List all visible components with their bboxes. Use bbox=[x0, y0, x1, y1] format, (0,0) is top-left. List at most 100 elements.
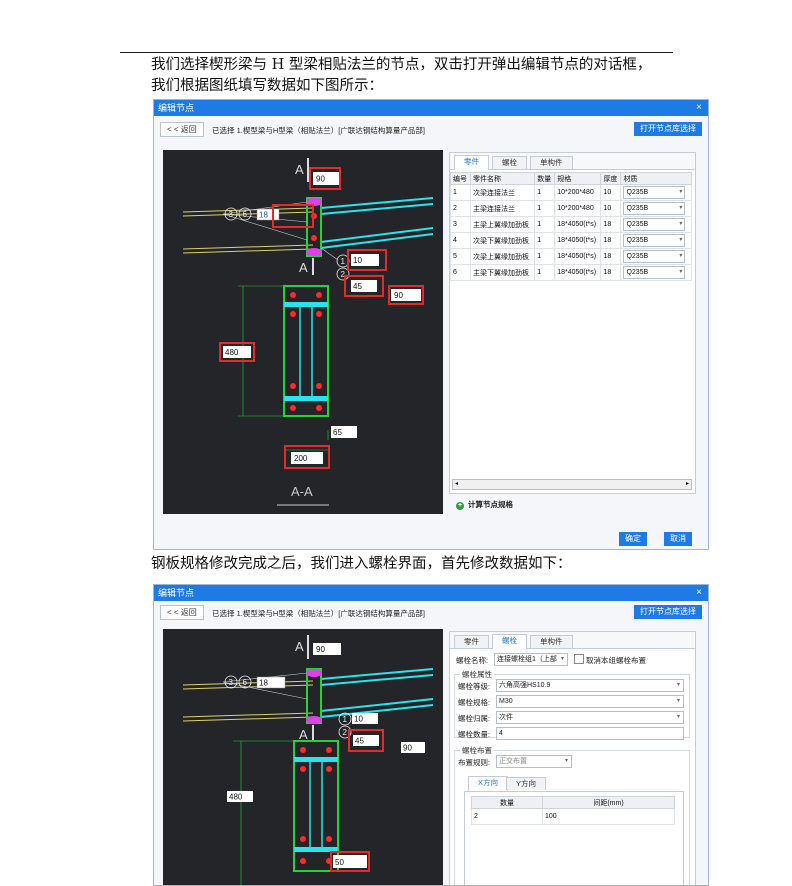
bolt-count-input[interactable]: 4 bbox=[496, 727, 684, 740]
part-material-cell[interactable]: Q235B bbox=[620, 184, 692, 201]
spacing-value-cell[interactable]: 100 bbox=[541, 808, 676, 825]
cad-drawing-view[interactable]: A 3 6 18 90 A 1 bbox=[163, 629, 443, 885]
part-spec-cell[interactable]: 18*4050(t*s) bbox=[554, 264, 602, 281]
dim-45[interactable]: 45 bbox=[355, 737, 364, 746]
dim-50[interactable]: 50 bbox=[335, 858, 344, 867]
part-name-cell[interactable]: 主梁连接法兰 bbox=[469, 200, 536, 217]
tab-single-member[interactable]: 单构件 bbox=[530, 635, 573, 648]
part-spec-cell[interactable]: 18*4050(t*s) bbox=[554, 248, 602, 265]
dim-90-top[interactable]: 90 bbox=[316, 645, 325, 654]
part-material-cell[interactable]: Q235B bbox=[620, 200, 692, 217]
part-material-cell[interactable]: Q235B bbox=[620, 264, 692, 281]
tab-bolts[interactable]: 螺栓 bbox=[492, 634, 527, 649]
part-qty-cell[interactable]: 1 bbox=[534, 264, 556, 281]
material-select[interactable]: Q235B bbox=[623, 202, 686, 215]
close-icon[interactable]: × bbox=[696, 102, 702, 113]
cancel-button[interactable]: 取消 bbox=[664, 532, 692, 546]
panel-tabs: 零件 螺栓 单构件 bbox=[450, 632, 695, 649]
tab-y-direction[interactable]: Y方向 bbox=[506, 777, 547, 790]
part-qty-cell[interactable]: 1 bbox=[534, 232, 556, 249]
part-name-cell[interactable]: 主梁下翼缘加劲板 bbox=[469, 264, 536, 281]
tab-parts[interactable]: 零件 bbox=[454, 635, 489, 648]
bolt-name-select[interactable]: 连接螺栓组1（上部 bbox=[494, 653, 568, 666]
dim-90-right[interactable]: 90 bbox=[394, 291, 403, 300]
part-spec-cell[interactable]: 18*4050(t*s) bbox=[554, 216, 602, 233]
bolt-spec-select[interactable]: M30 bbox=[496, 695, 684, 708]
part-material-cell[interactable]: Q235B bbox=[620, 232, 692, 249]
dim-480[interactable]: 480 bbox=[225, 348, 239, 357]
confirm-button[interactable]: 确定 bbox=[619, 532, 647, 546]
tab-parts[interactable]: 零件 bbox=[454, 155, 489, 170]
part-material-cell[interactable]: Q235B bbox=[620, 248, 692, 265]
part-thickness-cell[interactable]: 18 bbox=[600, 232, 622, 249]
material-select[interactable]: Q235B bbox=[623, 250, 686, 263]
dim-10[interactable]: 10 bbox=[353, 256, 362, 265]
back-button[interactable]: < < 返回 bbox=[160, 605, 204, 620]
part-id-cell[interactable]: 2 bbox=[450, 200, 471, 217]
dim-10[interactable]: 10 bbox=[354, 715, 363, 724]
cancel-layout-checkbox[interactable] bbox=[574, 654, 584, 664]
table-row[interactable]: 2 100 bbox=[471, 808, 676, 825]
scroll-left-icon[interactable]: ◂ bbox=[455, 481, 459, 487]
material-select[interactable]: Q235B bbox=[623, 218, 686, 231]
part-material-cell[interactable]: Q235B bbox=[620, 216, 692, 233]
material-select[interactable]: Q235B bbox=[623, 266, 686, 279]
tab-single-member[interactable]: 单构件 bbox=[530, 156, 573, 169]
part-name-cell[interactable]: 次梁上翼缘加劲板 bbox=[469, 248, 536, 265]
part-thickness-cell[interactable]: 10 bbox=[600, 200, 622, 217]
part-spec-cell[interactable]: 18*4050(t*s) bbox=[554, 232, 602, 249]
part-id-cell[interactable]: 3 bbox=[450, 216, 471, 233]
part-name-cell[interactable]: 次梁下翼缘加劲板 bbox=[469, 232, 536, 249]
part-thickness-cell[interactable]: 18 bbox=[600, 264, 622, 281]
dim-200[interactable]: 200 bbox=[294, 454, 308, 463]
part-id-cell[interactable]: 6 bbox=[450, 264, 471, 281]
part-thickness-cell[interactable]: 10 bbox=[600, 184, 622, 201]
part-qty-cell[interactable]: 1 bbox=[534, 248, 556, 265]
dim-65[interactable]: 65 bbox=[333, 428, 342, 437]
part-spec-cell[interactable]: 10*200*480 bbox=[554, 200, 602, 217]
open-node-library-button[interactable]: 打开节点库选择 bbox=[634, 605, 702, 619]
material-select[interactable]: Q235B bbox=[623, 186, 686, 199]
part-id-cell[interactable]: 1 bbox=[450, 184, 471, 201]
layout-rule-select[interactable]: 正交布置 bbox=[496, 755, 572, 768]
tab-x-direction[interactable]: X方向 bbox=[468, 776, 509, 791]
dim-480[interactable]: 480 bbox=[229, 793, 243, 802]
part-thickness-cell[interactable]: 18 bbox=[600, 248, 622, 265]
part-name-cell[interactable]: 主梁上翼缘加劲板 bbox=[469, 216, 536, 233]
dim-18[interactable]: 18 bbox=[259, 211, 268, 220]
bolt-grade-select[interactable]: 六角高强HS10.9 bbox=[496, 679, 684, 692]
bolt-belong-select[interactable]: 次件 bbox=[496, 711, 684, 724]
part-name-cell[interactable]: 次梁连接法兰 bbox=[469, 184, 536, 201]
part-qty-cell[interactable]: 1 bbox=[534, 216, 556, 233]
bolt-layout-title: 螺栓布置 bbox=[460, 745, 494, 756]
part-id-cell[interactable]: 5 bbox=[450, 248, 471, 265]
horizontal-scrollbar[interactable]: ◂ ▸ bbox=[452, 479, 692, 490]
dim-45[interactable]: 45 bbox=[353, 282, 362, 291]
calc-node-spec-button[interactable]: +计算节点规格 bbox=[456, 499, 513, 510]
tab-bolts[interactable]: 螺栓 bbox=[492, 156, 527, 169]
bolt-attributes-title: 螺栓属性 bbox=[460, 669, 494, 680]
back-button[interactable]: < < 返回 bbox=[160, 122, 204, 137]
close-icon[interactable]: × bbox=[696, 587, 702, 598]
dim-90-top[interactable]: 90 bbox=[316, 175, 325, 184]
part-qty-cell[interactable]: 1 bbox=[534, 184, 556, 201]
part-id-cell[interactable]: 4 bbox=[450, 232, 471, 249]
part-spec-cell[interactable]: 10*200*480 bbox=[554, 184, 602, 201]
section-title: A-A bbox=[291, 484, 313, 499]
part-qty-cell[interactable]: 1 bbox=[534, 200, 556, 217]
dim-90-right[interactable]: 90 bbox=[403, 744, 412, 753]
open-node-library-button[interactable]: 打开节点库选择 bbox=[634, 122, 702, 136]
part-thickness-cell[interactable]: 18 bbox=[600, 216, 622, 233]
col-header-count: 数量 bbox=[471, 796, 543, 809]
scroll-right-icon[interactable]: ▸ bbox=[685, 481, 689, 487]
dim-18[interactable]: 18 bbox=[259, 679, 268, 688]
cad-drawing-view[interactable]: A 3 6 18 90 A bbox=[163, 150, 443, 514]
spacing-count-cell[interactable]: 2 bbox=[471, 808, 543, 825]
material-select[interactable]: Q235B bbox=[623, 234, 686, 247]
